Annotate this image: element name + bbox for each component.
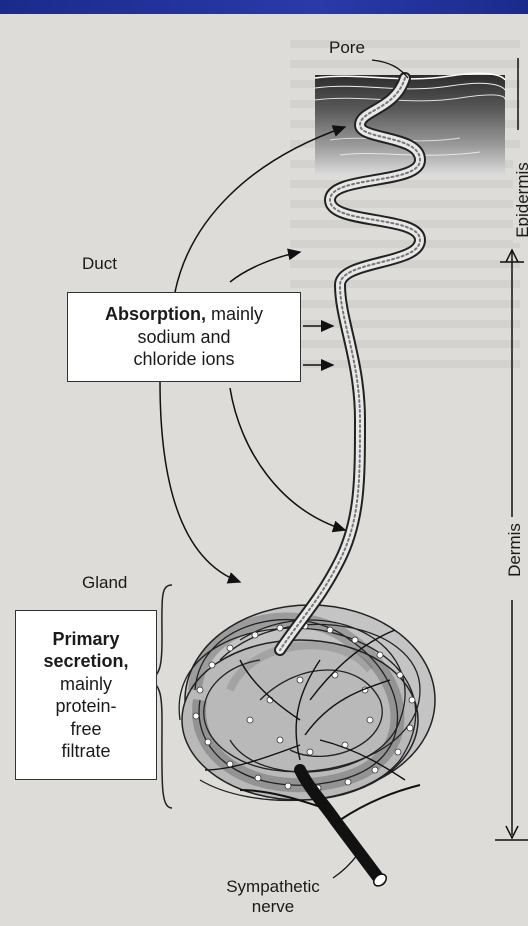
absorption-box-line1: Absorption, mainly xyxy=(105,303,263,326)
secretion-title-line1: Primary xyxy=(52,628,119,651)
sympathetic-nerve-label-line1: Sympathetic xyxy=(218,877,328,897)
absorption-line1-rest: mainly xyxy=(206,304,263,324)
secretion-line3: mainly xyxy=(60,673,112,696)
secretion-line6: filtrate xyxy=(61,740,110,763)
secretion-title-line2: secretion, xyxy=(43,650,128,673)
secretion-line5: free xyxy=(70,718,101,741)
absorption-title: Absorption, xyxy=(105,304,206,324)
epidermis-label: Epidermis xyxy=(513,157,528,243)
sympathetic-nerve-label: Sympathetic nerve xyxy=(218,877,328,918)
epidermis-layer xyxy=(315,73,505,175)
absorption-line3: chloride ions xyxy=(133,348,234,371)
primary-secretion-box: Primary secretion, mainly protein- free … xyxy=(15,610,157,780)
sympathetic-nerve-label-line2: nerve xyxy=(218,897,328,917)
absorption-line2: sodium and xyxy=(137,326,230,349)
nerve-leader-line xyxy=(333,854,358,878)
dermis-label: Dermis xyxy=(505,517,525,583)
pore-label: Pore xyxy=(329,38,365,58)
absorption-box: Absorption, mainly sodium and chloride i… xyxy=(67,292,301,382)
gland-label: Gland xyxy=(82,573,127,593)
secretion-line4: protein- xyxy=(55,695,116,718)
duct-label: Duct xyxy=(82,254,117,274)
